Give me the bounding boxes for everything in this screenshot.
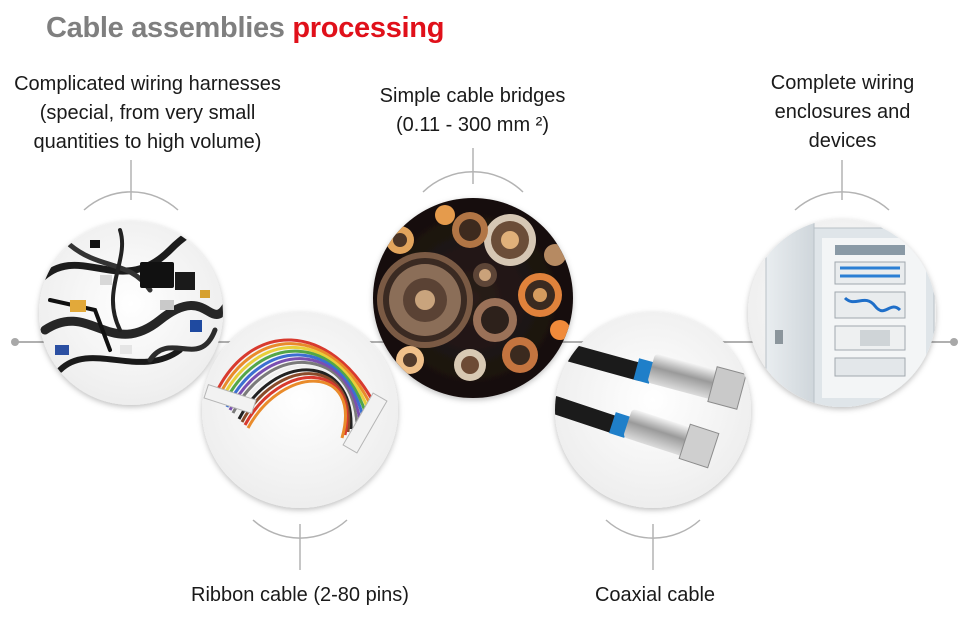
caption-line: Coaxial cable (594, 584, 716, 606)
caption-line: Complicated wiring harnesses (14, 73, 281, 95)
caption-harness: Complicated wiring harnesses (special, f… (10, 70, 285, 157)
title-part-gray: Cable assemblies (46, 12, 285, 44)
cable-cross-section-photo (373, 198, 573, 398)
caption-enclosure: Complete wiring enclosures and devices (750, 69, 935, 156)
caption-line: devices (808, 130, 877, 152)
wiring-harness-photo (39, 221, 223, 405)
ribbon-cable-photo (202, 312, 398, 508)
caption-line: enclosures and (774, 101, 911, 123)
caption-line: Simple cable bridges (379, 85, 566, 107)
caption-ribbon: Ribbon cable (2-80 pins) (170, 581, 430, 610)
caption-line: (special, from very small (39, 102, 256, 124)
wiring-enclosure-photo (748, 219, 936, 407)
coaxial-connector-photo (555, 312, 751, 508)
caption-bridges: Simple cable bridges (0.11 - 300 mm ²) (360, 82, 585, 140)
title-part-red: processing (292, 12, 445, 44)
caption-line: (0.11 - 300 mm ²) (396, 114, 549, 136)
caption-line: Ribbon cable (2-80 pins) (191, 584, 409, 606)
connector-lines (83, 148, 890, 570)
caption-coaxial: Coaxial cable (570, 581, 740, 610)
page-title: Cable assemblies processing (46, 12, 444, 45)
caption-line: Complete wiring (770, 72, 915, 94)
caption-line: quantities to high volume) (33, 131, 262, 153)
